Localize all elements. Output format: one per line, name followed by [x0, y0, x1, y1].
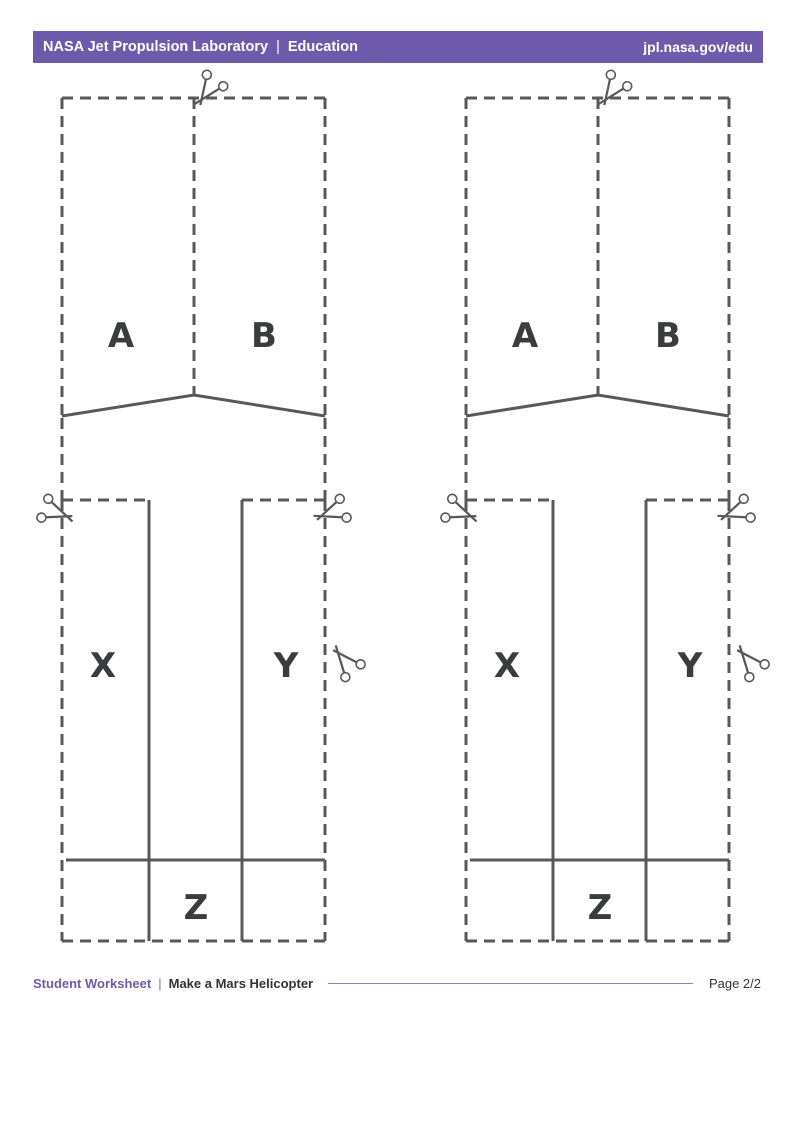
label-x: X [90, 646, 116, 686]
header-left: NASA Jet Propulsion Laboratory | Education [43, 39, 358, 55]
helicopter-template-2: A B X Y Z [438, 67, 772, 943]
label-z: Z [184, 888, 209, 928]
label-y: Y [677, 646, 703, 686]
footer-separator: | [158, 975, 162, 991]
header-separator: | [276, 39, 280, 55]
footer-bar: Student Worksheet | Make a Mars Helicopt… [33, 973, 761, 993]
label-b: B [655, 316, 681, 356]
label-a: A [108, 316, 135, 356]
label-b: B [251, 316, 277, 356]
label-z: Z [588, 888, 613, 928]
helicopter-template-1: A B X Y Z [34, 67, 368, 943]
page-number: Page 2/2 [708, 975, 761, 991]
header-bar: NASA Jet Propulsion Laboratory | Education… [33, 31, 763, 63]
label-y: Y [273, 646, 299, 686]
footer-rule [328, 982, 693, 984]
org-name: NASA Jet Propulsion Laboratory [43, 39, 269, 55]
label-x: X [494, 646, 520, 686]
worksheet-title: Make a Mars Helicopter [168, 975, 314, 991]
section-name: Education [287, 39, 358, 55]
site-url[interactable]: jpl.nasa.gov/edu [643, 39, 753, 55]
label-a: A [512, 316, 539, 356]
worksheet-label: Student Worksheet [33, 975, 152, 991]
